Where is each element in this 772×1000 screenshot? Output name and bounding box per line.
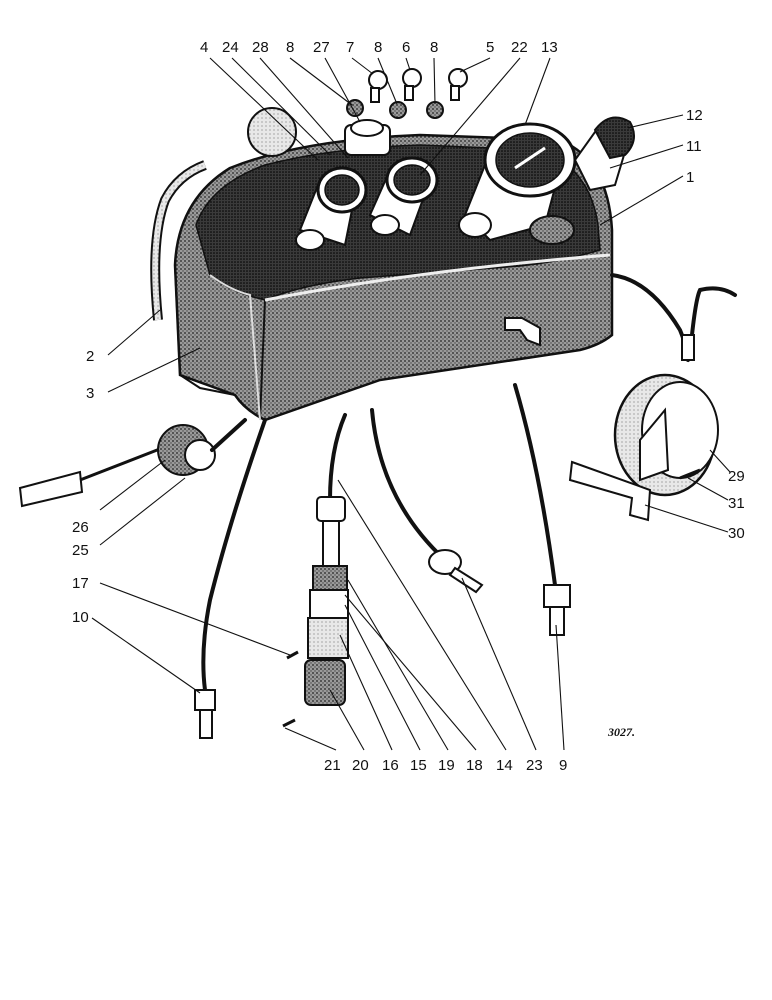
callout-4: 4 (200, 39, 208, 56)
callout-1: 1 (686, 169, 694, 186)
callout-25: 25 (72, 542, 89, 559)
callout-5: 5 (486, 39, 494, 56)
lever-switch (18, 424, 216, 508)
callout-3: 3 (86, 385, 94, 402)
horn-bracket (568, 460, 701, 522)
figure-number: 3027. (607, 725, 635, 739)
sender-23 (428, 549, 484, 594)
sender-10 (194, 689, 216, 739)
callout-2: 2 (86, 348, 94, 365)
small-gauge-left (295, 166, 368, 251)
callout-15: 15 (410, 757, 427, 774)
callout-8b: 8 (374, 39, 382, 56)
callout-11: 11 (686, 138, 702, 155)
switch-dome (247, 107, 297, 157)
callout-14: 14 (496, 757, 513, 774)
switch-body (344, 119, 391, 156)
callout-21: 21 (324, 757, 341, 774)
callout-19: 19 (438, 757, 455, 774)
callout-27: 27 (313, 39, 330, 56)
callout-28: 28 (252, 39, 269, 56)
callout-24: 24 (222, 39, 239, 56)
callout-17: 17 (72, 575, 89, 592)
callout-7: 7 (346, 39, 354, 56)
callout-10: 10 (72, 609, 89, 626)
sender-9 (543, 584, 571, 636)
horn (613, 334, 719, 497)
callout-23: 23 (526, 757, 543, 774)
callout-30: 30 (728, 525, 745, 542)
drive-assembly (282, 496, 349, 728)
callout-8c: 8 (430, 39, 438, 56)
leader-lines (91, 57, 731, 751)
callout-13: 13 (541, 39, 558, 56)
warning-lamp (573, 116, 635, 192)
callout-8: 8 (286, 39, 294, 56)
callout-16: 16 (382, 757, 399, 774)
callout-29: 29 (728, 468, 745, 485)
bulbs (346, 68, 468, 119)
callout-20: 20 (352, 757, 369, 774)
callout-22: 22 (511, 39, 528, 56)
callout-6: 6 (402, 39, 410, 56)
callout-labels: 4 24 28 8 27 7 8 6 8 5 22 13 12 11 1 2 3… (72, 39, 745, 774)
callout-18: 18 (466, 757, 483, 774)
callout-31: 31 (728, 495, 745, 512)
callout-26: 26 (72, 519, 89, 536)
large-gauge (458, 122, 577, 245)
callout-12: 12 (686, 107, 703, 124)
callout-9: 9 (559, 757, 567, 774)
small-gauge-right (368, 156, 439, 237)
